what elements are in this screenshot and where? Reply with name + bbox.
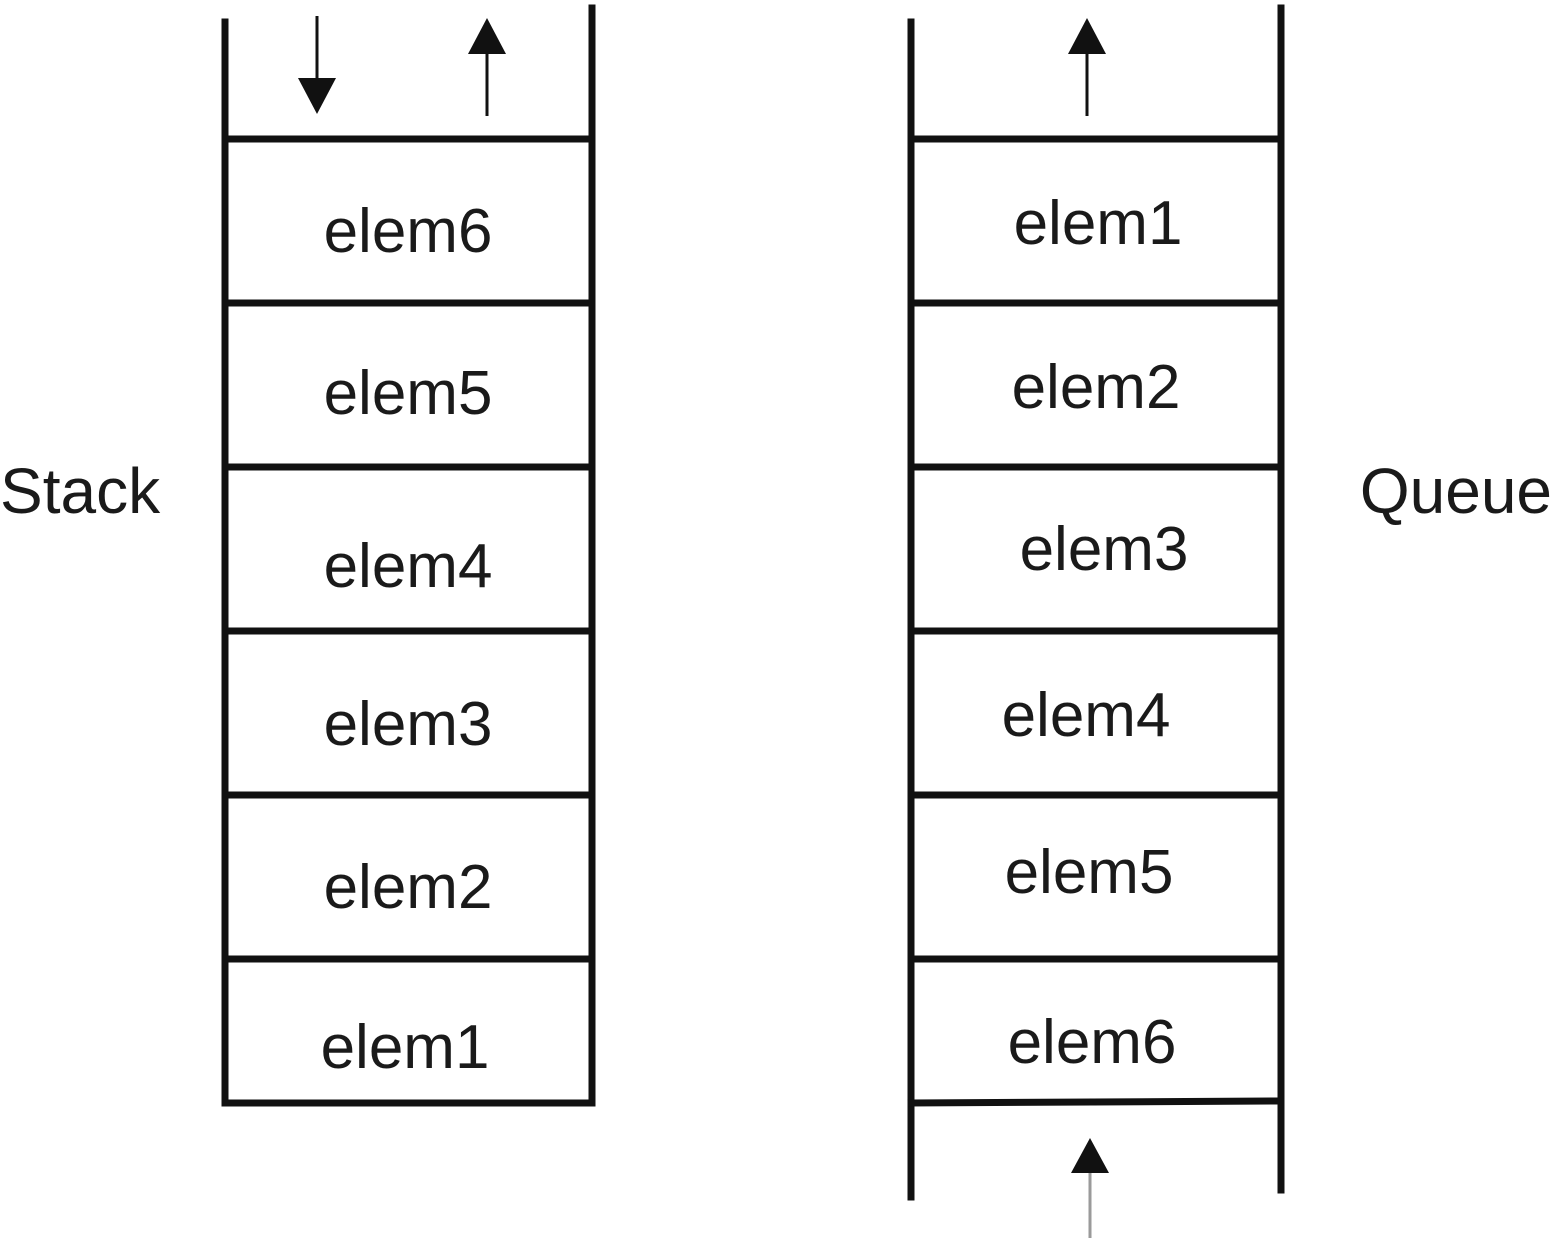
stack-cell-text: elem6 [324, 197, 493, 266]
stack-pop-arrow-icon [468, 18, 506, 116]
stack-cell-text: elem4 [324, 532, 493, 601]
queue-enqueue-arrow-icon [1071, 1138, 1109, 1238]
queue-cell-text: elem5 [1005, 838, 1174, 907]
queue-cell-text: elem6 [1008, 1008, 1177, 1077]
stack-label: Stack [0, 455, 161, 527]
stack-diagram: Stack elem6 elem5 elem4 elem3 elem2 elem… [0, 4, 596, 1107]
queue-cell-text: elem1 [1014, 189, 1183, 258]
stack-push-arrow-icon [298, 16, 336, 114]
stack-cell-text: elem3 [324, 690, 493, 759]
queue-diagram: Queue elem1 elem2 elem3 elem4 elem5 elem… [907, 4, 1552, 1238]
stack-cell-text: elem5 [324, 359, 493, 428]
queue-cell-text: elem3 [1020, 515, 1189, 584]
queue-dequeue-arrow-icon [1068, 18, 1106, 116]
stack-cell-text: elem2 [324, 853, 493, 922]
queue-label: Queue [1360, 455, 1552, 527]
queue-divider [907, 1097, 1285, 1107]
stack-cell-text: elem1 [321, 1013, 490, 1082]
queue-cell-text: elem2 [1012, 353, 1181, 422]
queue-cell-text: elem4 [1002, 681, 1171, 750]
